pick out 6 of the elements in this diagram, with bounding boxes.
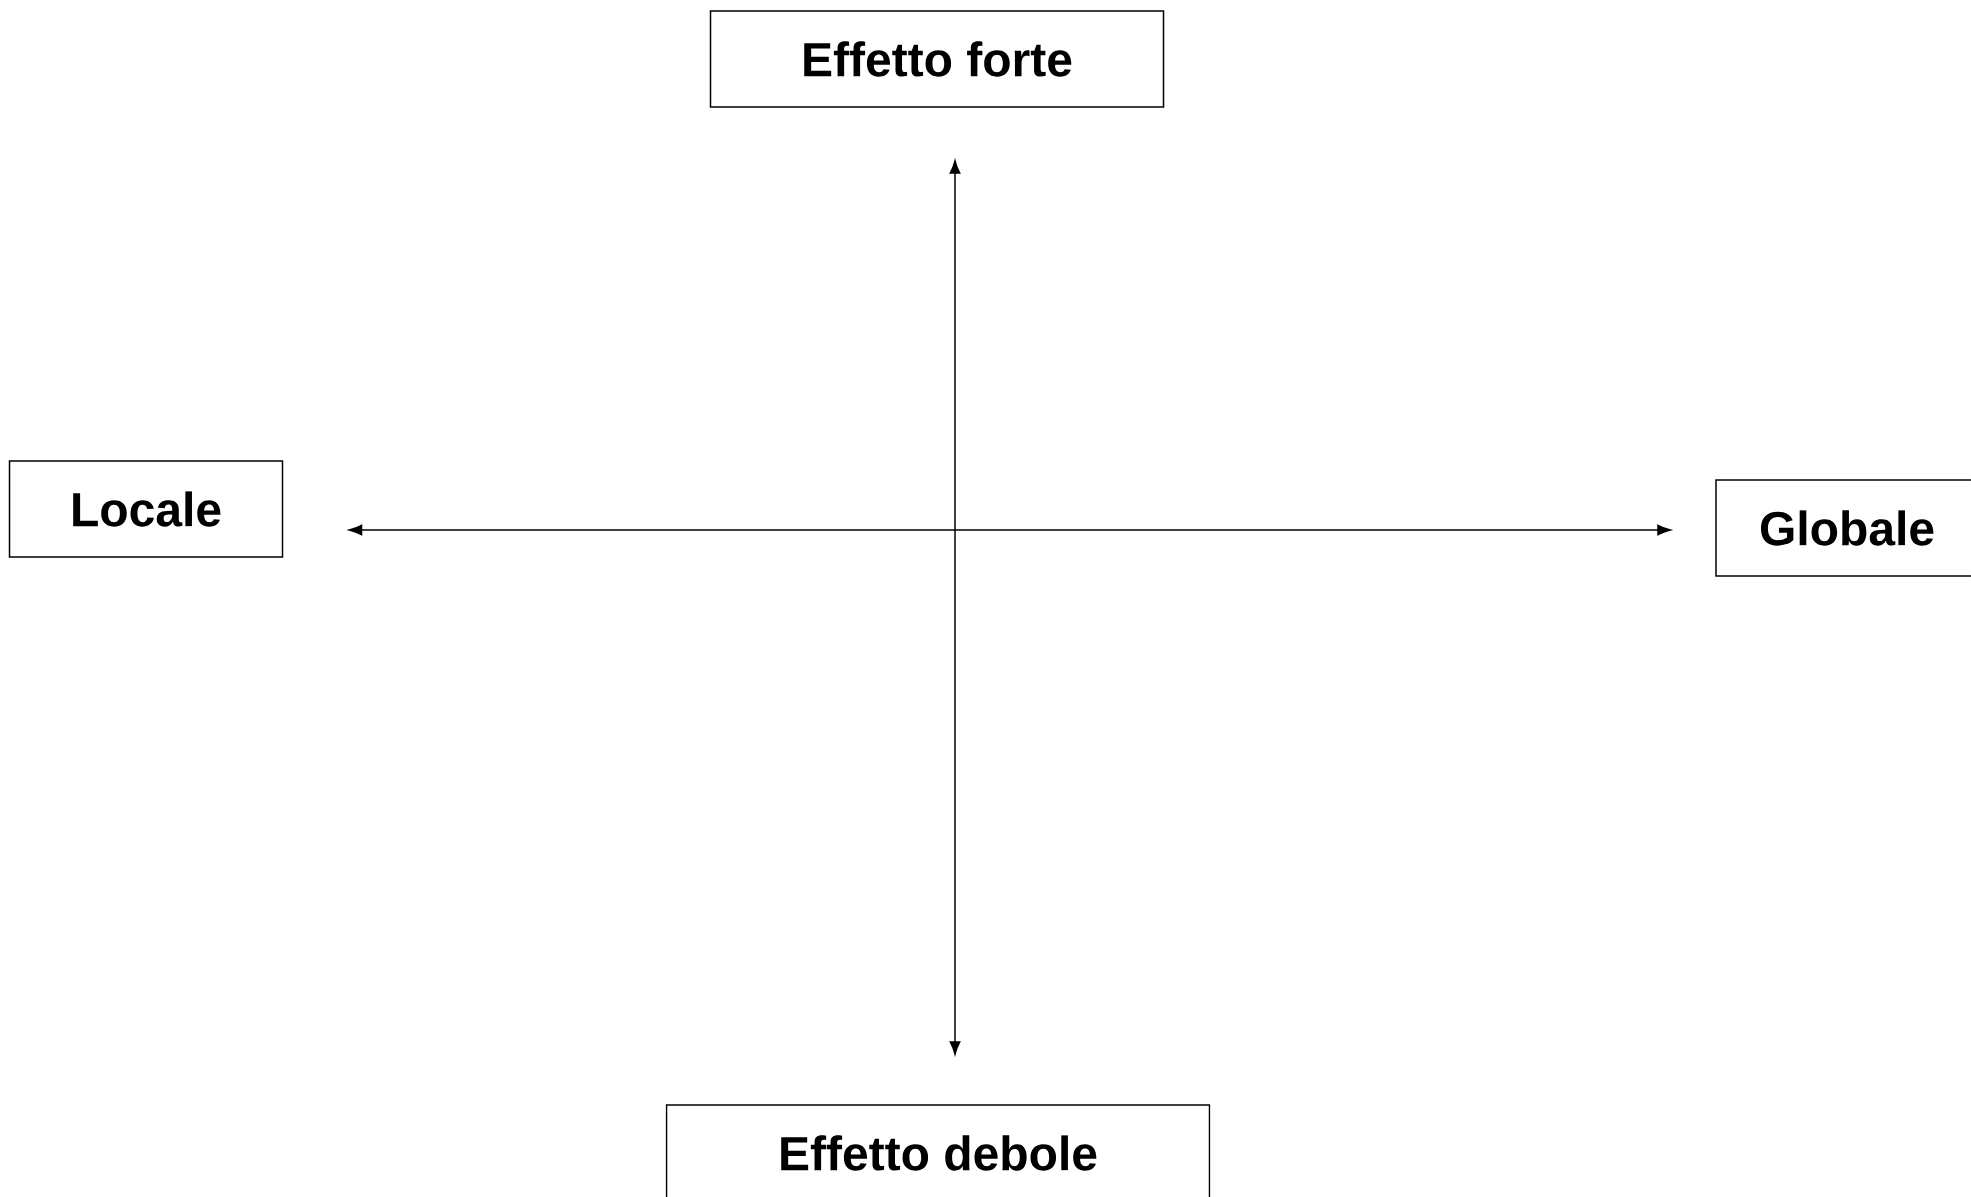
- label-box: Locale: [8, 460, 284, 558]
- label-box: Effetto debole: [665, 1104, 1211, 1197]
- axis-arrow: [949, 160, 961, 1055]
- axis-arrow: [348, 524, 1671, 536]
- label-box: Globale: [1715, 479, 1971, 577]
- label-box: Effetto forte: [709, 10, 1165, 108]
